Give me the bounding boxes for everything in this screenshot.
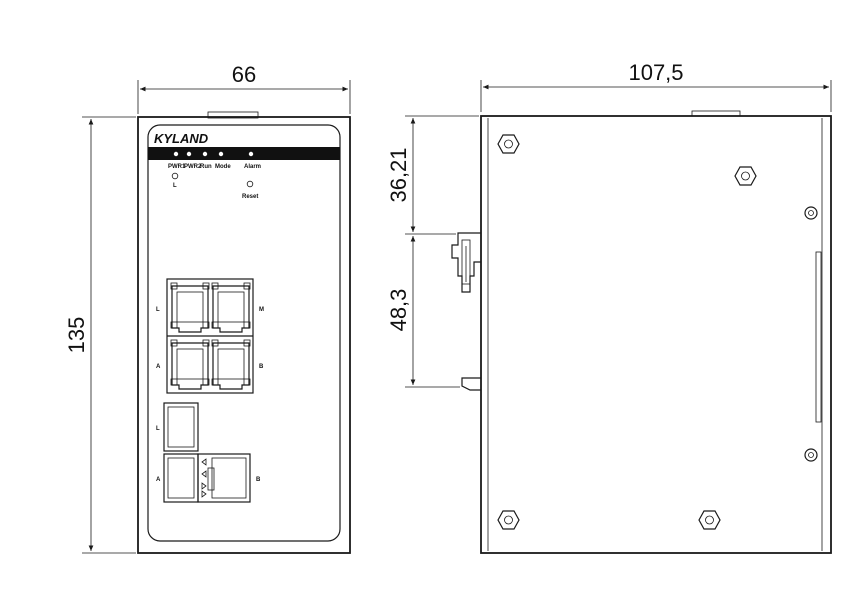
rj45-label-m: M	[259, 307, 264, 313]
front-width-label: 66	[232, 62, 256, 87]
led-indicator-circle	[171, 172, 179, 180]
front-panel	[147, 124, 341, 542]
side-view	[451, 110, 832, 554]
led-sub-label: L	[173, 183, 177, 189]
round-screw	[804, 206, 818, 220]
led-label-alarm: Alarm	[244, 164, 261, 170]
brand-logo: KYLAND	[154, 131, 209, 146]
front-housing	[137, 116, 351, 554]
led-label-pwr2: PWR2	[184, 164, 202, 170]
rj45-label-b: B	[259, 364, 264, 370]
front-height-dimension: 135	[64, 116, 136, 554]
front-width-dimension: 66	[137, 62, 351, 114]
hex-screw	[497, 510, 520, 530]
hex-screw	[497, 134, 520, 154]
top-clip	[207, 111, 259, 119]
hex-screw	[698, 510, 721, 530]
led-label-mode: Mode	[215, 164, 231, 170]
reset-label: Reset	[242, 194, 258, 200]
rail-dimensions: 36,21 48,3	[386, 115, 479, 388]
sfp-label-a: A	[156, 477, 161, 483]
rail-offset-label: 36,21	[386, 147, 411, 202]
sfp-ports	[163, 402, 251, 503]
side-width-label: 107,5	[628, 60, 683, 85]
sfp-label-b: B	[256, 477, 261, 483]
led-dots	[173, 151, 254, 157]
round-screw	[804, 448, 818, 462]
hex-screw	[734, 166, 757, 186]
reset-button-hole	[246, 180, 254, 188]
front-height-label: 135	[64, 317, 89, 354]
front-view: KYLAND PWR1 PWR2 Run Mode Alarm L Reset	[137, 111, 351, 554]
led-label-run: Run	[200, 164, 212, 170]
rj45-label-a: A	[156, 364, 161, 370]
side-housing	[480, 115, 832, 554]
led-label-pwr1: PWR1	[168, 164, 186, 170]
side-width-dimension: 107,5	[480, 60, 832, 112]
sfp-label-l: L	[156, 426, 160, 432]
din-rail-clip	[451, 232, 481, 391]
led-bar	[148, 147, 340, 160]
rail-height-label: 48,3	[386, 289, 411, 332]
rj45-label-l: L	[156, 307, 160, 313]
rj45-ports	[166, 278, 254, 394]
